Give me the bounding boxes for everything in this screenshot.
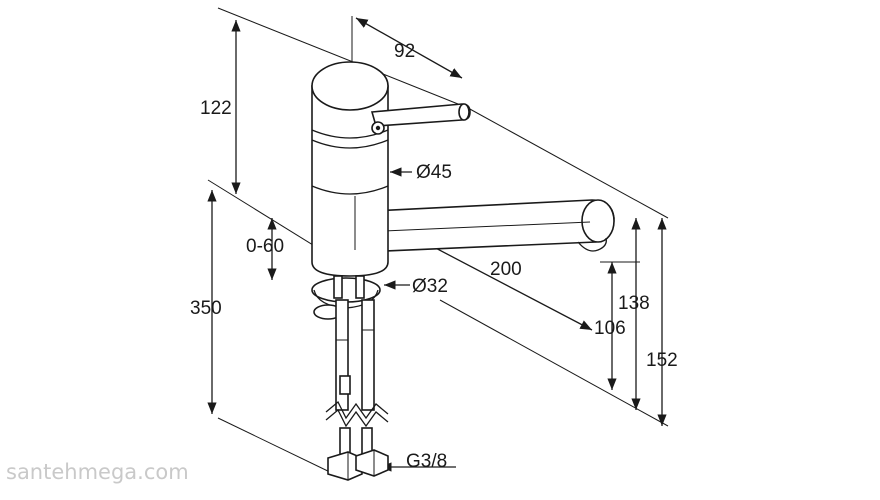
dim-200: 200 — [490, 259, 522, 280]
dim-0-60: 0-60 — [246, 236, 284, 257]
faucet-body — [311, 61, 389, 277]
dim-122: 122 — [200, 98, 232, 119]
mounting-assembly — [311, 275, 389, 481]
dim-138: 138 — [618, 293, 650, 314]
dim-152: 152 — [646, 350, 678, 371]
dim-diameter-32: Ø32 — [412, 276, 448, 297]
watermark: santehmega.com — [6, 460, 189, 484]
dimension-arrows — [207, 17, 667, 472]
lever — [370, 103, 471, 135]
dim-92: 92 — [394, 41, 415, 62]
dim-350: 350 — [190, 298, 222, 319]
dim-106: 106 — [594, 318, 626, 339]
dim-diameter-45: Ø45 — [416, 162, 452, 183]
spout — [350, 199, 615, 253]
dimension-labels: 92 122 Ø45 0-60 200 Ø32 350 138 106 152 … — [190, 41, 678, 472]
dim-connection-thread: G3/8 — [406, 451, 447, 472]
